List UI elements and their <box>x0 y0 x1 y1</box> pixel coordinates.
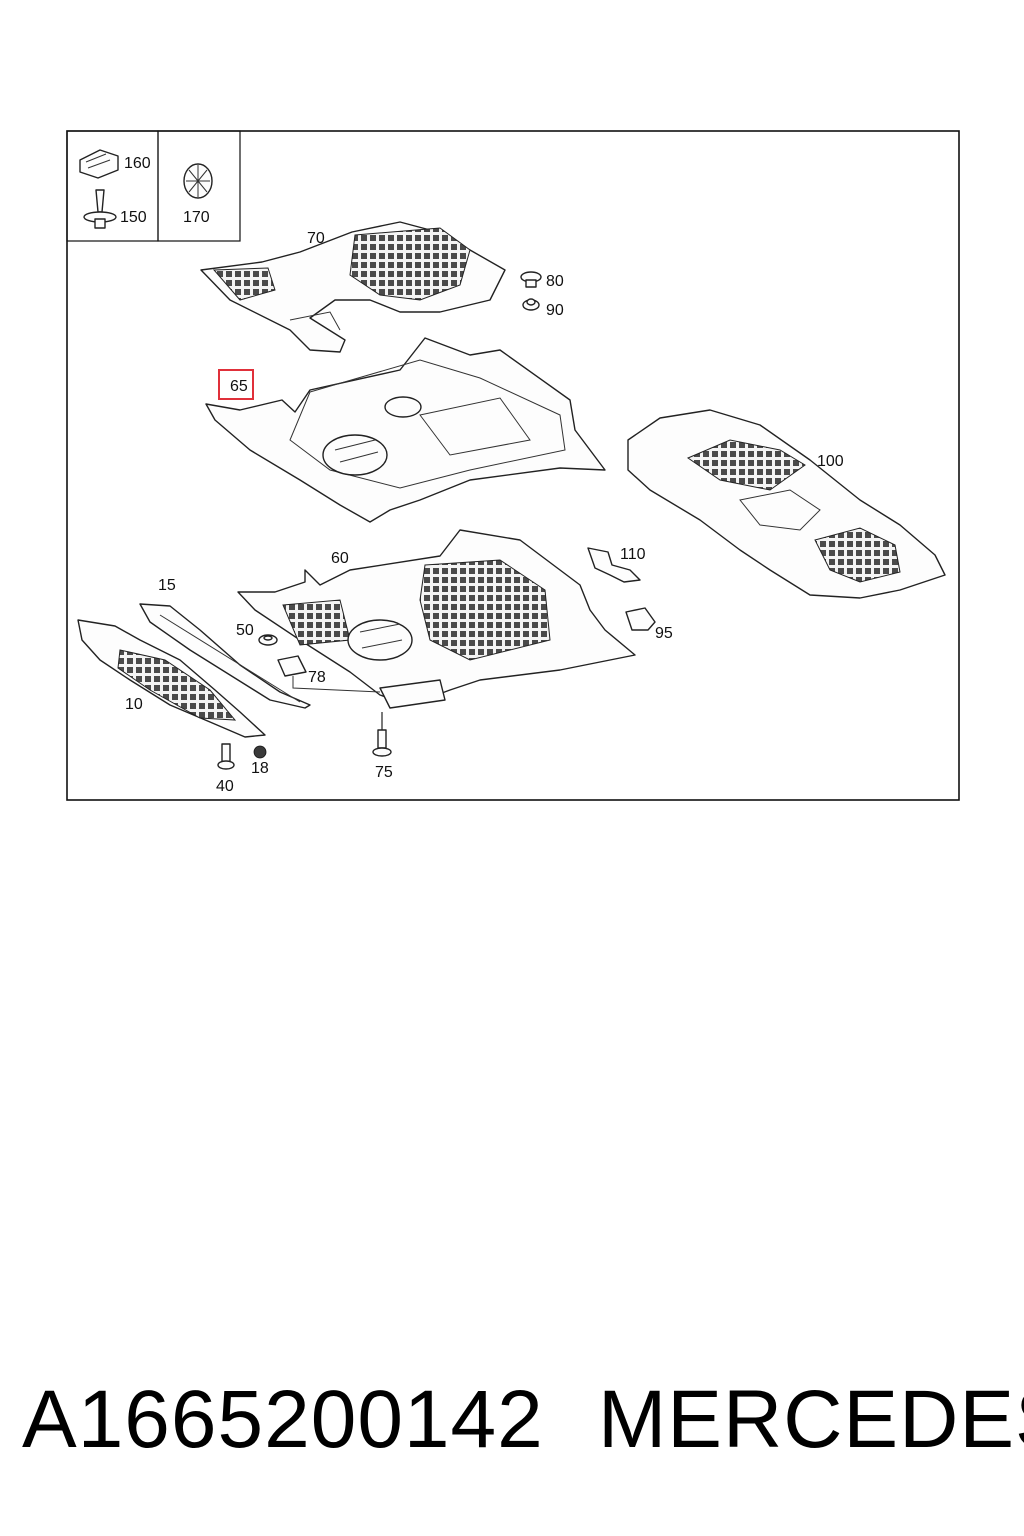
callout-100: 100 <box>817 453 844 470</box>
callout-10: 10 <box>125 696 143 713</box>
bracket-110-icon <box>587 547 641 583</box>
trim-strip-15-icon <box>139 603 311 709</box>
clip-78-icon <box>277 655 381 693</box>
washer-50-icon <box>258 634 278 646</box>
callout-65: 65 <box>230 378 248 395</box>
callout-90: 90 <box>546 302 564 319</box>
diagram-frame <box>66 130 960 801</box>
screw-75-icon <box>372 712 392 757</box>
callout-110: 110 <box>620 546 646 563</box>
nut-18-icon <box>253 745 267 759</box>
callout-highlight-65 <box>218 369 254 400</box>
callout-170: 170 <box>183 209 210 226</box>
callout-18: 18 <box>251 760 269 777</box>
callout-60: 60 <box>331 550 349 567</box>
plug-170-icon <box>183 163 213 199</box>
callout-80: 80 <box>546 273 564 290</box>
inset-box-plug <box>157 130 241 242</box>
callout-70: 70 <box>307 230 325 247</box>
washer-90-icon <box>522 298 540 311</box>
screw-150-icon <box>83 189 117 229</box>
insulation-panel-100-icon <box>627 409 946 599</box>
callout-50: 50 <box>236 622 254 639</box>
callout-150: 150 <box>120 209 147 226</box>
clip-95-icon <box>625 607 656 631</box>
callout-160: 160 <box>124 155 151 172</box>
nut-80-icon <box>520 271 542 288</box>
underbody-panel-65-icon <box>205 337 606 523</box>
part-number: A1665200142 <box>22 1374 544 1465</box>
clip-nut-160-icon <box>79 149 119 179</box>
footer: A1665200142 MERCEDES <box>0 1365 1024 1475</box>
front-panel-10-icon <box>77 619 266 738</box>
callout-78: 78 <box>308 669 326 686</box>
brand-name: MERCEDES <box>598 1374 1024 1465</box>
callout-40: 40 <box>216 778 234 795</box>
callout-95: 95 <box>655 625 673 642</box>
callout-75: 75 <box>375 764 393 781</box>
screw-40-icon <box>217 743 235 770</box>
underbody-panel-60-icon <box>237 529 636 709</box>
callout-15: 15 <box>158 577 176 594</box>
underbody-panel-70-icon <box>200 221 506 353</box>
